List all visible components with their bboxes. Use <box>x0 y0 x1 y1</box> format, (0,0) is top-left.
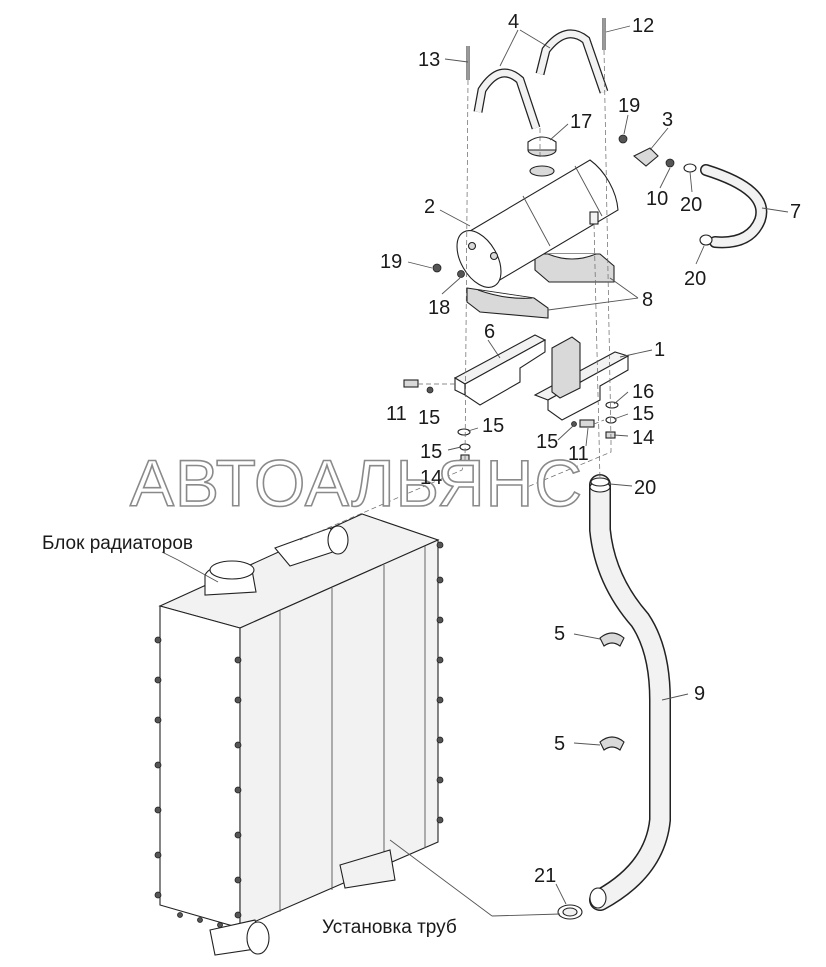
callout-7: 7 <box>790 201 801 223</box>
callout-19: 19 <box>380 251 402 273</box>
callout-19: 19 <box>618 95 640 117</box>
callout-13: 13 <box>418 49 440 71</box>
callout-16: 16 <box>632 381 654 403</box>
cradle-8-upper <box>534 253 615 283</box>
callout-10: 10 <box>646 188 668 210</box>
expansion-tank-2 <box>456 159 619 288</box>
strap-4-left <box>473 68 541 130</box>
cradle-8-lower <box>466 287 549 319</box>
leader-lines <box>161 25 789 917</box>
bolt-11-left <box>403 379 419 388</box>
washer-15-e <box>571 421 577 427</box>
clamp-20-lower <box>590 477 610 487</box>
callout-5: 5 <box>554 623 565 645</box>
callout-15: 15 <box>418 407 440 429</box>
callout-12: 12 <box>632 15 654 37</box>
washer-15-a <box>426 386 434 394</box>
callout-1: 1 <box>654 339 665 361</box>
callout-20: 20 <box>684 268 706 290</box>
bracket-6 <box>453 334 547 406</box>
nut-18 <box>457 270 465 278</box>
callout-15: 15 <box>482 415 504 437</box>
bracket-1 <box>533 336 630 421</box>
plug-19-top <box>618 134 628 144</box>
callout-15: 15 <box>536 431 558 453</box>
nut-10 <box>665 158 675 168</box>
clamp-5-upper <box>599 632 625 647</box>
filler-cap-17 <box>527 136 557 157</box>
callouts: 13 4 12 19 17 3 10 20 7 2 19 18 20 8 6 1… <box>380 11 801 887</box>
clamp-5-lower <box>599 736 625 751</box>
callout-14: 14 <box>420 467 442 489</box>
callout-11: 11 <box>568 443 589 465</box>
strap-4-right <box>535 29 609 94</box>
hose-7 <box>700 164 768 249</box>
label-radiator-block: Блок радиаторов <box>42 533 193 554</box>
callout-14: 14 <box>632 427 654 449</box>
callout-3: 3 <box>662 109 673 131</box>
washer-16 <box>605 401 619 409</box>
bolt-11-right <box>579 419 595 428</box>
washer-15-c <box>605 416 617 424</box>
assembly-lines <box>299 49 612 541</box>
callout-9: 9 <box>694 683 705 705</box>
callout-20: 20 <box>680 194 702 216</box>
callout-2: 2 <box>424 196 435 218</box>
hose-9 <box>589 474 671 911</box>
callout-5: 5 <box>554 733 565 755</box>
callout-20: 20 <box>634 477 656 499</box>
watermark: АВТОАЛЬЯНС <box>130 446 583 520</box>
washer-15-b <box>457 428 471 436</box>
clamp-20-top <box>683 163 697 173</box>
plug-19-left <box>432 263 442 273</box>
elbow-3 <box>633 147 659 167</box>
callout-11: 11 <box>386 403 407 425</box>
nut-14-b <box>605 431 616 439</box>
callout-17: 17 <box>570 111 592 133</box>
label-pipe-installation: Установка труб <box>322 917 457 938</box>
radiator-block <box>154 513 444 956</box>
clamp-20-mid <box>699 234 713 246</box>
clamp-21 <box>557 904 583 920</box>
callout-4: 4 <box>508 11 519 33</box>
callout-21: 21 <box>534 865 556 887</box>
callout-15: 15 <box>420 441 442 463</box>
callout-8: 8 <box>642 289 653 311</box>
callout-6: 6 <box>484 321 495 343</box>
callout-18: 18 <box>428 297 450 319</box>
callout-15: 15 <box>632 403 654 425</box>
